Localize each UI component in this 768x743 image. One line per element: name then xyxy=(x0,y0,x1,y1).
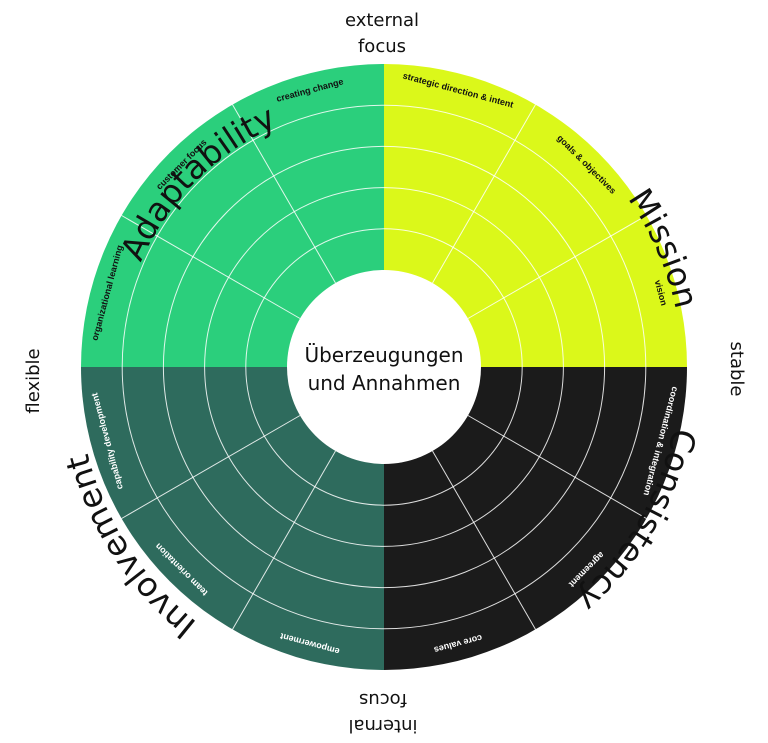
segment-divider xyxy=(232,450,336,630)
axis-label-bottom-line-2: focus xyxy=(359,689,407,710)
center-circle xyxy=(287,270,481,464)
segment-gridlines xyxy=(121,104,647,630)
ring-line xyxy=(245,228,523,506)
segment-divider xyxy=(121,415,301,519)
quadrant-mission xyxy=(384,64,687,367)
ring-line xyxy=(204,187,564,547)
ring-line xyxy=(121,104,647,630)
axis-label-bottom-line-1: internal xyxy=(348,715,417,736)
quadrant-involvement xyxy=(81,367,384,670)
ring-line xyxy=(162,145,606,589)
axis-label-left: flexible xyxy=(23,348,44,413)
quadrant-backgrounds xyxy=(81,64,687,670)
segment-divider xyxy=(467,215,647,319)
center-title-line-2: und Annahmen xyxy=(308,371,461,395)
segment-divider xyxy=(232,104,336,284)
segment-divider xyxy=(432,104,536,284)
quadrant-adaptability xyxy=(81,64,384,367)
axis-label-right: stable xyxy=(726,342,747,397)
center-title-line-1: Überzeugungen xyxy=(304,343,463,367)
segment-divider xyxy=(432,450,536,630)
segment-divider xyxy=(467,415,647,519)
axis-label-top-line-1: external xyxy=(345,10,419,31)
quadrant-consistency xyxy=(384,367,687,670)
axis-label-top-line-2: focus xyxy=(358,36,406,57)
segment-divider xyxy=(121,215,301,319)
